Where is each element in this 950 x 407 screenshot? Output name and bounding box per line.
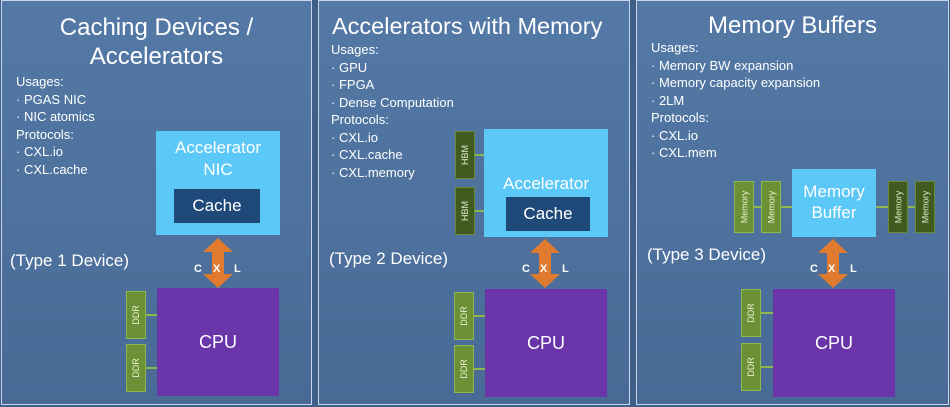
device-label-line2: NIC <box>203 160 233 179</box>
usage-item: 2LM <box>651 92 820 110</box>
memory-label: Memory <box>766 190 777 224</box>
ddr-connector <box>146 367 157 369</box>
memory-connector <box>781 206 793 208</box>
memory-module: Memory <box>734 181 754 233</box>
ddr-module: DDR <box>741 289 761 337</box>
usages-section: Usages: Memory BW expansion Memory capac… <box>651 39 820 162</box>
ddr-connector <box>474 368 485 370</box>
memory-label: Memory <box>739 190 750 224</box>
ddr-label: DDR <box>459 359 469 379</box>
ddr-module: DDR <box>126 344 146 392</box>
usage-item: PGAS NIC <box>16 91 95 109</box>
ddr-module: DDR <box>454 345 474 393</box>
panel-title: Memory Buffers <box>708 12 877 39</box>
ddr-label: DDR <box>131 305 141 325</box>
memory-module: Memory <box>915 181 935 233</box>
usages-section: Usages: GPU FPGA Dense Computation Proto… <box>331 41 454 181</box>
ddr-module: DDR <box>741 343 761 391</box>
memory-connector <box>876 206 888 208</box>
memory-buffer-box: Memory Buffer <box>792 169 876 237</box>
cpu-box: CPU <box>485 289 607 397</box>
protocols-label: Protocols: <box>651 110 709 125</box>
cxl-letter-l: L <box>562 263 569 275</box>
buffer-label-line1: Memory <box>803 182 865 201</box>
ddr-label: DDR <box>131 358 141 378</box>
device-type-label: (Type 3 Device) <box>647 245 767 264</box>
cxl-letter-x: X <box>540 263 548 275</box>
hbm-connector <box>475 210 485 212</box>
ddr-connector <box>761 312 773 314</box>
cxl-link-arrow <box>818 239 848 288</box>
memory-module: Memory <box>888 181 908 233</box>
cxl-letter-c: C <box>810 263 818 275</box>
ddr-connector <box>146 314 157 316</box>
panel-title-line2: Accelerators <box>89 43 224 70</box>
memory-label: Memory <box>920 190 931 224</box>
device-type-label: (Type 2 Device) <box>329 249 449 268</box>
cxl-letter-x: X <box>828 263 836 275</box>
usage-item: GPU <box>331 59 454 77</box>
ddr-module: DDR <box>454 292 474 340</box>
protocol-item: CXL.io <box>16 143 95 161</box>
usage-item: Memory capacity expansion <box>651 74 820 92</box>
panel-title-line1: Caching Devices / <box>59 14 254 41</box>
protocol-item: CXL.memory <box>331 164 454 182</box>
usage-item: NIC atomics <box>16 108 95 126</box>
cxl-letter-c: C <box>194 263 202 275</box>
cxl-letter-l: L <box>234 263 241 275</box>
memory-connector <box>754 206 761 208</box>
usages-label: Usages: <box>651 40 699 55</box>
hbm-label: HBM <box>460 201 470 221</box>
ddr-module: DDR <box>126 291 146 339</box>
hbm-module: HBM <box>455 131 475 179</box>
ddr-connector <box>474 315 485 317</box>
usage-item: Memory BW expansion <box>651 57 820 75</box>
panel-type1-caching-devices: Caching Devices / Accelerators Usages: P… <box>1 0 312 405</box>
ddr-label: DDR <box>746 357 756 377</box>
protocols-label: Protocols: <box>16 126 74 142</box>
memory-label: Memory <box>893 190 904 224</box>
device-type-label: (Type 1 Device) <box>10 251 130 270</box>
cxl-letter-l: L <box>850 263 857 275</box>
memory-connector <box>908 206 915 208</box>
protocol-item: CXL.io <box>331 129 454 147</box>
cpu-box: CPU <box>157 288 279 396</box>
protocols-label: Protocols: <box>331 112 389 127</box>
usages-section: Usages: PGAS NIC NIC atomics Protocols: … <box>16 73 95 178</box>
device-label: Accelerator <box>503 174 589 193</box>
panel-title: Accelerators with Memory <box>332 13 603 39</box>
protocol-item: CXL.cache <box>16 161 95 179</box>
protocol-item: CXL.mem <box>651 144 820 162</box>
panel-type3-memory-buffers: Memory Buffers Usages: Memory BW expansi… <box>636 0 949 405</box>
hbm-module: HBM <box>455 187 475 235</box>
usages-label: Usages: <box>16 74 64 89</box>
cxl-letter-c: C <box>522 263 530 275</box>
hbm-label: HBM <box>460 145 470 165</box>
protocol-item: CXL.io <box>651 127 820 145</box>
protocol-item: CXL.cache <box>331 146 454 164</box>
panel-type2-accelerators-with-memory: Accelerators with Memory Usages: GPU FPG… <box>318 0 630 405</box>
buffer-label-line2: Buffer <box>811 203 857 222</box>
cxl-link-arrow <box>530 239 560 288</box>
usages-label: Usages: <box>331 42 379 57</box>
memory-module: Memory <box>761 181 781 233</box>
hbm-connector <box>475 154 485 156</box>
usage-item: FPGA <box>331 76 454 94</box>
ddr-connector <box>761 366 773 368</box>
ddr-label: DDR <box>459 306 469 326</box>
usage-item: Dense Computation <box>331 94 454 112</box>
cxl-letter-x: X <box>213 263 221 275</box>
cxl-link-arrow <box>203 238 233 288</box>
cpu-box: CPU <box>773 289 895 397</box>
cache-box: Cache <box>506 197 590 231</box>
cache-box: Cache <box>174 189 260 223</box>
ddr-label: DDR <box>746 303 756 323</box>
device-label-line1: Accelerator <box>175 138 261 157</box>
